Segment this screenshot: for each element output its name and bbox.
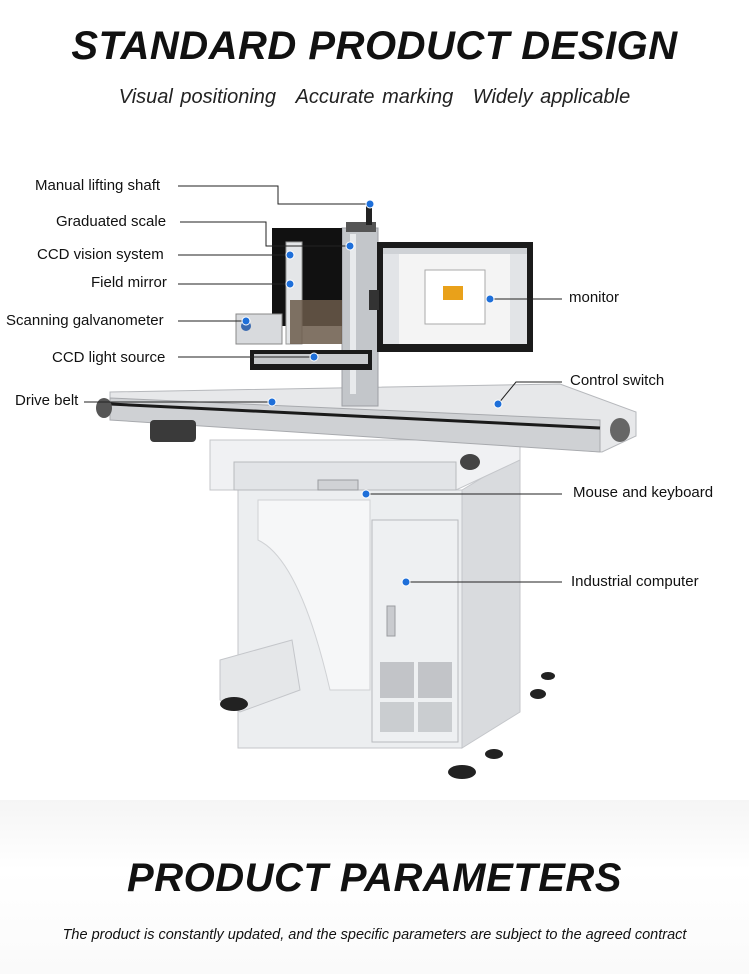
label-graduated-scale: Graduated scale — [56, 213, 167, 230]
subtitle-widely-applicable: Widely applicable — [472, 86, 631, 108]
label-drive-belt: Drive belt — [15, 392, 79, 409]
label-manual-lifting-shaft: Manual lifting shaft — [35, 177, 161, 194]
label-industrial-computer: Industrial computer — [571, 573, 699, 590]
page-subtitle: Visual positioning Accurate marking Wide… — [0, 86, 749, 109]
callout-dots — [241, 199, 503, 587]
subtitle-accurate-marking: Accurate marking — [295, 86, 454, 108]
bottom-background — [0, 800, 749, 974]
conveyor — [96, 383, 637, 470]
section-title-parameters: PRODUCT PARAMETERS — [127, 856, 622, 900]
label-control-switch: Control switch — [570, 372, 665, 389]
label-ccd-light-source: CCD light source — [52, 349, 166, 366]
callout-leader-lines — [84, 185, 562, 583]
monitor-device — [369, 242, 533, 352]
page-title: STANDARD PRODUCT DESIGN — [71, 24, 678, 68]
label-scanning-galvanometer: Scanning galvanometer — [6, 312, 164, 329]
subtitle-visual-positioning: Visual positioning — [118, 86, 277, 108]
label-ccd-vision-system: CCD vision system — [37, 246, 164, 263]
parameters-note: The product is constantly updated, and t… — [62, 927, 687, 943]
label-mouse-and-keyboard: Mouse and keyboard — [573, 484, 714, 501]
label-monitor: monitor — [569, 289, 620, 306]
label-field-mirror: Field mirror — [91, 274, 167, 291]
machine-table — [209, 439, 521, 491]
machine-cabinet — [219, 454, 555, 779]
